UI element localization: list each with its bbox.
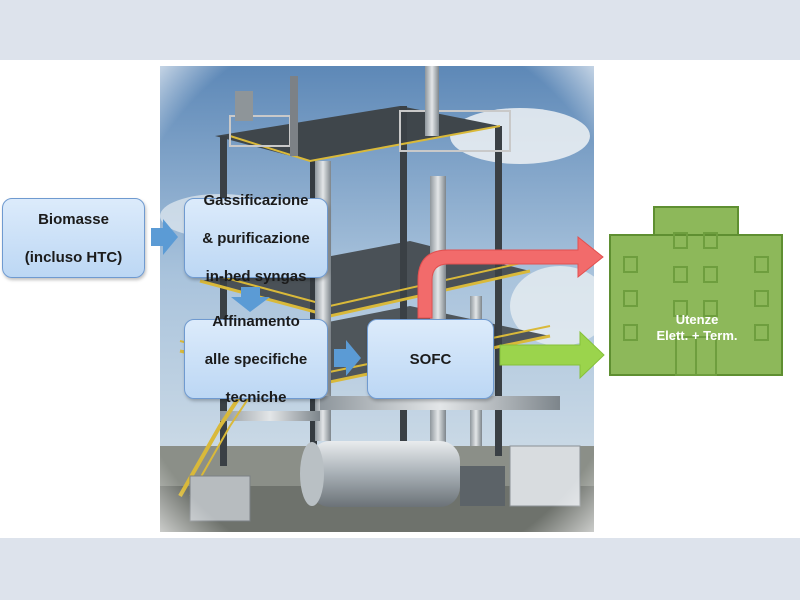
bottom-band	[0, 538, 800, 600]
node-utenze: Utenze Elett. + Term.	[612, 312, 782, 344]
building-icon	[609, 206, 783, 376]
node-sofc-label: SOFC	[409, 350, 452, 368]
node-sofc: SOFC	[367, 319, 494, 399]
top-band	[0, 0, 800, 60]
node-affinamento-line1: Affinamento	[212, 312, 300, 330]
node-biomasse: Biomasse (incluso HTC)	[2, 198, 145, 278]
node-biomasse-line2: (incluso HTC)	[24, 248, 123, 266]
node-gassificazione-line3: in-bed syngas	[205, 267, 307, 285]
node-affinamento-line2: alle specifiche	[204, 350, 308, 368]
node-biomasse-line1: Biomasse	[38, 210, 109, 228]
node-affinamento: Affinamento alle specifiche tecniche	[184, 313, 328, 406]
node-gassificazione: Gassificazione & purificazione in-bed sy…	[184, 192, 328, 285]
node-gassificazione-line2: & purificazione	[202, 229, 310, 247]
node-utenze-line2: Elett. + Term.	[656, 328, 738, 343]
node-affinamento-line3: tecniche	[225, 388, 287, 406]
node-utenze-line1: Utenze	[675, 312, 719, 327]
node-gassificazione-line1: Gassificazione	[203, 191, 309, 209]
